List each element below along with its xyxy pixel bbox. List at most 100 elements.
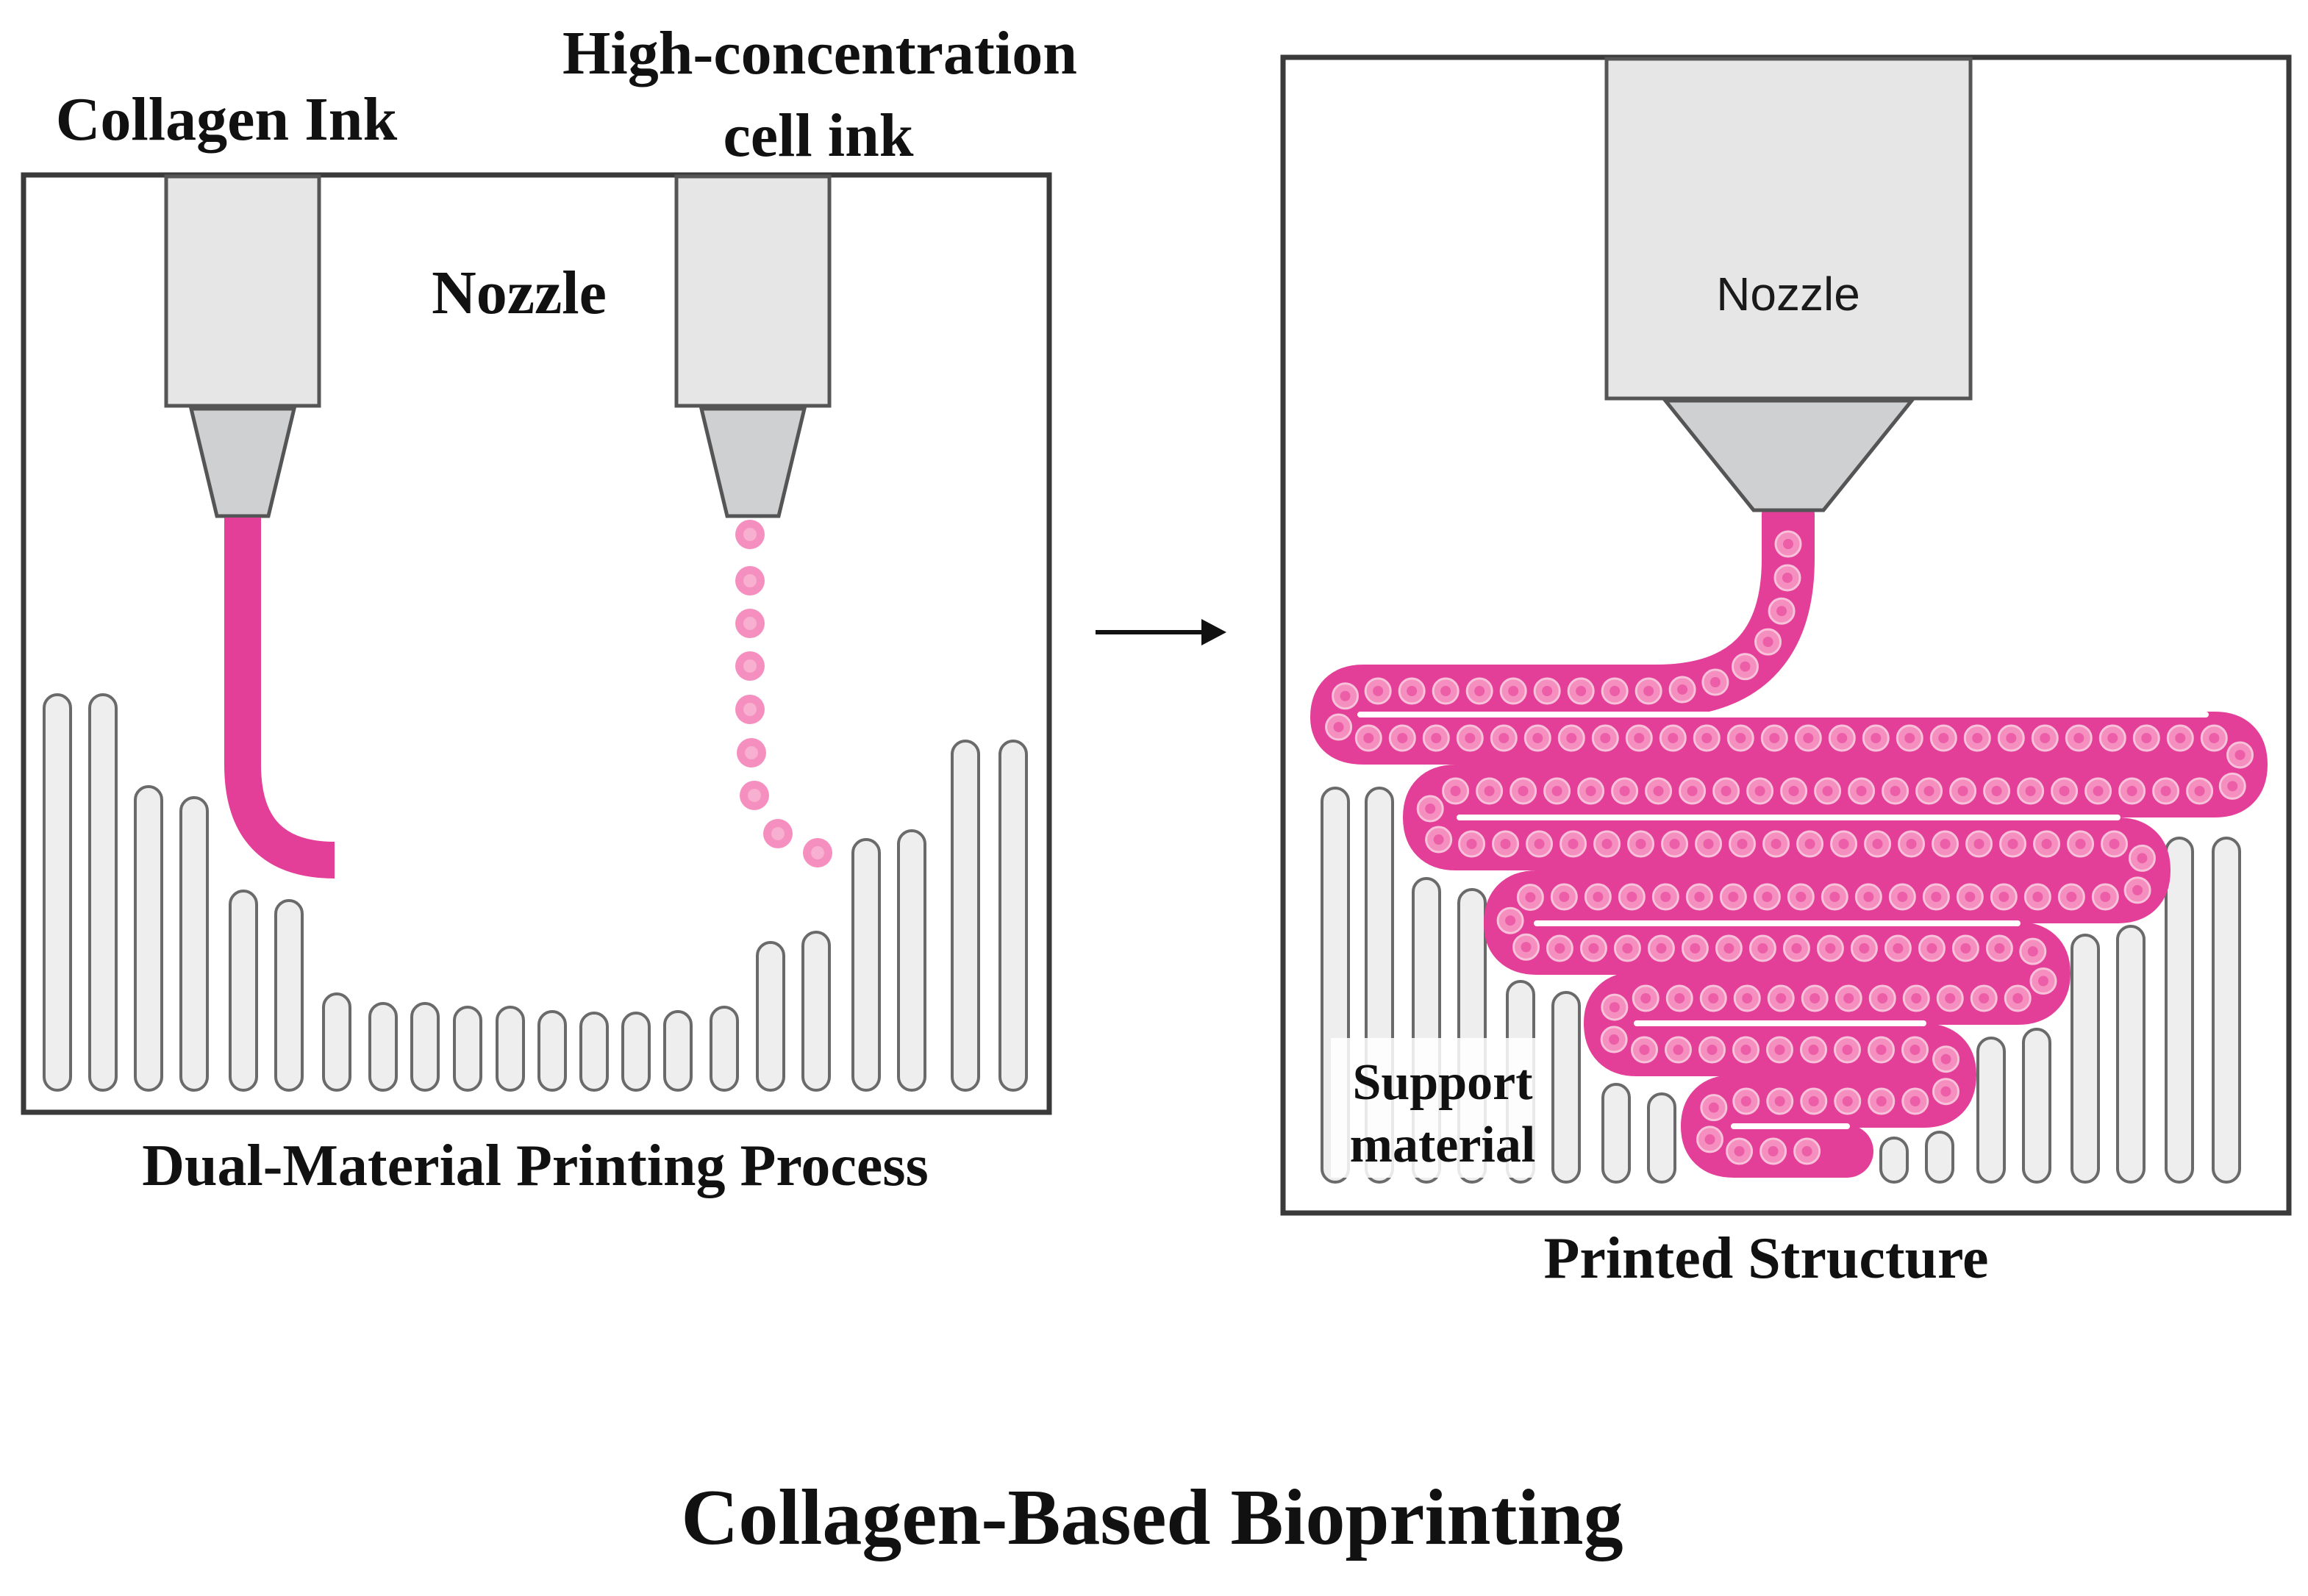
- cell: [1456, 724, 1484, 752]
- cell: [1490, 724, 1518, 752]
- cell-nucleus: [1926, 943, 1937, 953]
- cell: [1567, 677, 1595, 705]
- cell-nucleus: [1609, 1034, 1620, 1045]
- cell-nucleus: [1407, 686, 1418, 696]
- cell-nucleus: [1440, 686, 1451, 696]
- cell: [2123, 876, 2151, 904]
- cell-nucleus: [1619, 786, 1630, 796]
- cell: [1774, 530, 1802, 558]
- cell-nucleus: [1893, 943, 1904, 953]
- cell-nucleus: [1877, 993, 1888, 1003]
- cell: [1765, 1036, 1793, 1064]
- strand-row-gaps: [1357, 712, 2209, 1129]
- cell: [1458, 830, 1486, 858]
- cell-nucleus: [1808, 1045, 1819, 1055]
- cell: [1664, 1036, 1692, 1064]
- cell: [1732, 1087, 1760, 1115]
- cell: [2128, 844, 2156, 872]
- support-pillar: [756, 941, 785, 1092]
- cell-nucleus: [1465, 733, 1476, 743]
- cell-nucleus: [1639, 1045, 1650, 1055]
- cell: [1965, 830, 1993, 858]
- cell-nucleus: [1804, 839, 1815, 849]
- cell: [1715, 934, 1743, 962]
- cell: [1388, 724, 1416, 752]
- left-nozzle-label: Nozzle: [432, 259, 607, 327]
- cell: [2101, 830, 2129, 858]
- collagen-nozzle-tip: [188, 407, 297, 518]
- cell-ink-nozzle: [674, 174, 832, 518]
- cell: [1632, 984, 1659, 1012]
- cell-nucleus: [1842, 1096, 1853, 1106]
- cell-nucleus: [2037, 976, 2048, 987]
- support-pillar: [897, 829, 926, 1092]
- cell: [1526, 830, 1554, 858]
- cell-nucleus: [1994, 943, 2005, 953]
- cell-nucleus: [1940, 1053, 1951, 1064]
- cell-nucleus: [1333, 722, 1344, 733]
- cell-nucleus: [1838, 839, 1849, 849]
- cell-nucleus: [1551, 786, 1562, 796]
- cell: [1685, 883, 1713, 911]
- cell-nucleus: [1566, 733, 1577, 743]
- support-pillar: [322, 992, 351, 1092]
- cell-droplet: [735, 520, 765, 549]
- cell-nucleus: [1622, 943, 1633, 953]
- left-panel: Collagen Ink High-concentration cell ink…: [21, 19, 1077, 1198]
- cell-nucleus: [1769, 733, 1780, 743]
- droplet-nucleus: [743, 703, 757, 716]
- cell-nucleus: [1505, 915, 1516, 926]
- cell: [1793, 1137, 1821, 1165]
- support-pillar: [998, 740, 1028, 1092]
- cell: [1601, 677, 1629, 705]
- cell-droplet: [740, 781, 769, 810]
- cell-nucleus: [1979, 993, 1990, 1003]
- cell-nucleus: [1973, 839, 1984, 849]
- cell-nucleus: [1859, 943, 1870, 953]
- embedded-cells: [1325, 530, 2254, 1165]
- cell: [1651, 883, 1679, 911]
- left-panel-caption: Dual-Material Printing Process: [142, 1134, 928, 1198]
- cell: [1796, 830, 1824, 858]
- cell: [1970, 984, 1998, 1012]
- cell: [1951, 934, 1979, 962]
- cell-nucleus: [2234, 749, 2246, 760]
- support-pillar: [410, 1002, 440, 1092]
- cell-nucleus: [1740, 661, 1751, 672]
- support-pillar: [2116, 925, 2146, 1184]
- cell: [1543, 777, 1571, 805]
- droplet-nucleus: [811, 846, 824, 859]
- cell: [1773, 564, 1801, 592]
- cell: [2067, 830, 2095, 858]
- cell: [1999, 830, 2027, 858]
- cell: [1731, 653, 1759, 681]
- cell: [1679, 777, 1707, 805]
- cell: [1799, 1036, 1827, 1064]
- cell-ink-droplets: [735, 520, 832, 867]
- support-pillar: [2022, 1028, 2051, 1184]
- cell: [1854, 883, 1882, 911]
- cell-nucleus: [1740, 1045, 1751, 1055]
- cell: [1601, 993, 1629, 1021]
- cell: [1719, 883, 1747, 911]
- cell: [1780, 777, 1808, 805]
- cell: [1665, 984, 1693, 1012]
- cell-nucleus: [1450, 786, 1461, 797]
- cell-nucleus: [1674, 993, 1685, 1003]
- cell-nucleus: [2040, 733, 2051, 743]
- cell-nucleus: [1640, 993, 1651, 1003]
- cell: [1354, 724, 1382, 752]
- cell-ink-nozzle-tip: [699, 407, 807, 518]
- cell: [1593, 830, 1621, 858]
- support-pillar: [579, 1012, 609, 1092]
- cell-nucleus: [1735, 733, 1746, 743]
- cell: [1828, 724, 1856, 752]
- cell: [1325, 713, 1353, 741]
- cell-nucleus: [1373, 686, 1384, 696]
- cell: [1848, 777, 1876, 805]
- cell-nucleus: [1856, 786, 1867, 796]
- cell-nucleus: [1634, 733, 1645, 743]
- figure-title: Collagen-Based Bioprinting: [681, 1474, 1623, 1561]
- cell-nucleus: [2160, 786, 2171, 797]
- right-nozzle-body: [1604, 57, 1973, 401]
